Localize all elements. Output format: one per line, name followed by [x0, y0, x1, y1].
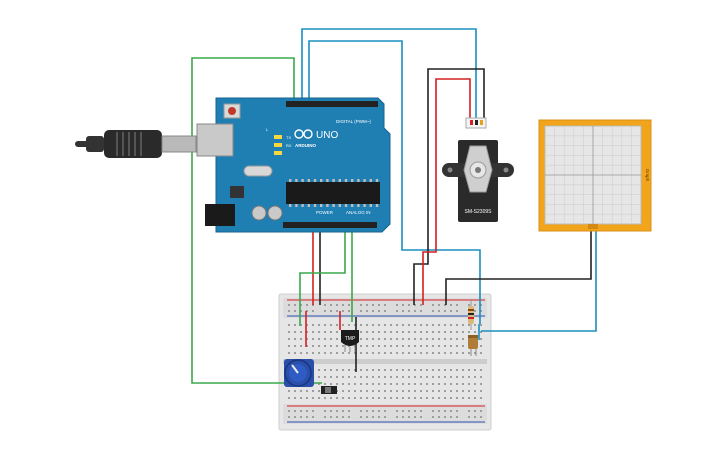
servo-label: SM-S2309S [465, 209, 493, 215]
led-label-l: L [266, 127, 269, 132]
led-label-tx: TX [286, 135, 291, 140]
capacitor [251, 205, 267, 221]
power-analog-header[interactable] [283, 222, 377, 228]
wire-black-servo-gnd[interactable] [413, 68, 485, 305]
wire-green-digital[interactable] [191, 57, 322, 384]
resistor[interactable] [468, 300, 474, 330]
power-jack [205, 204, 235, 226]
temperature-sensor[interactable]: TMP [341, 330, 359, 352]
digital-label: DIGITAL (PWM~) [336, 119, 371, 124]
potentiometer[interactable] [284, 359, 314, 387]
oscilloscope[interactable]: Graph [538, 119, 652, 232]
wire-green-a0[interactable] [299, 228, 346, 326]
slide-switch[interactable] [321, 386, 337, 394]
analog-label: ANALOG IN [346, 210, 371, 215]
wire-blue-scope-signal[interactable] [481, 229, 597, 332]
arduino-uno-board[interactable]: L TX RX UNO ARDUINO DIGITAL (PWM~) POWER… [196, 97, 391, 233]
usb-cable[interactable] [75, 130, 197, 158]
usb-b-port [196, 123, 234, 157]
capacitor [267, 205, 283, 221]
led-label-rx: RX [286, 143, 292, 148]
wire-blue-digital-2[interactable] [308, 40, 481, 324]
atmega-chip [286, 182, 380, 204]
board-logo-text: ARDUINO [295, 143, 316, 148]
servo-motor[interactable]: SM-S2309S [442, 117, 514, 222]
wire-blue-servo-signal[interactable] [301, 28, 477, 118]
board-brand: UNO [316, 130, 338, 141]
electrolytic-capacitor[interactable] [468, 335, 478, 356]
sensor-label: TMP [345, 336, 356, 342]
arduino-logo-icon [294, 129, 313, 139]
scope-label: Graph [645, 169, 650, 182]
power-label: POWER [316, 210, 334, 215]
breadboard[interactable] [278, 293, 492, 431]
digital-header[interactable] [286, 101, 378, 107]
wire-red-servo-vcc[interactable] [422, 78, 471, 305]
wire-black-scope-gnd[interactable] [445, 229, 592, 305]
